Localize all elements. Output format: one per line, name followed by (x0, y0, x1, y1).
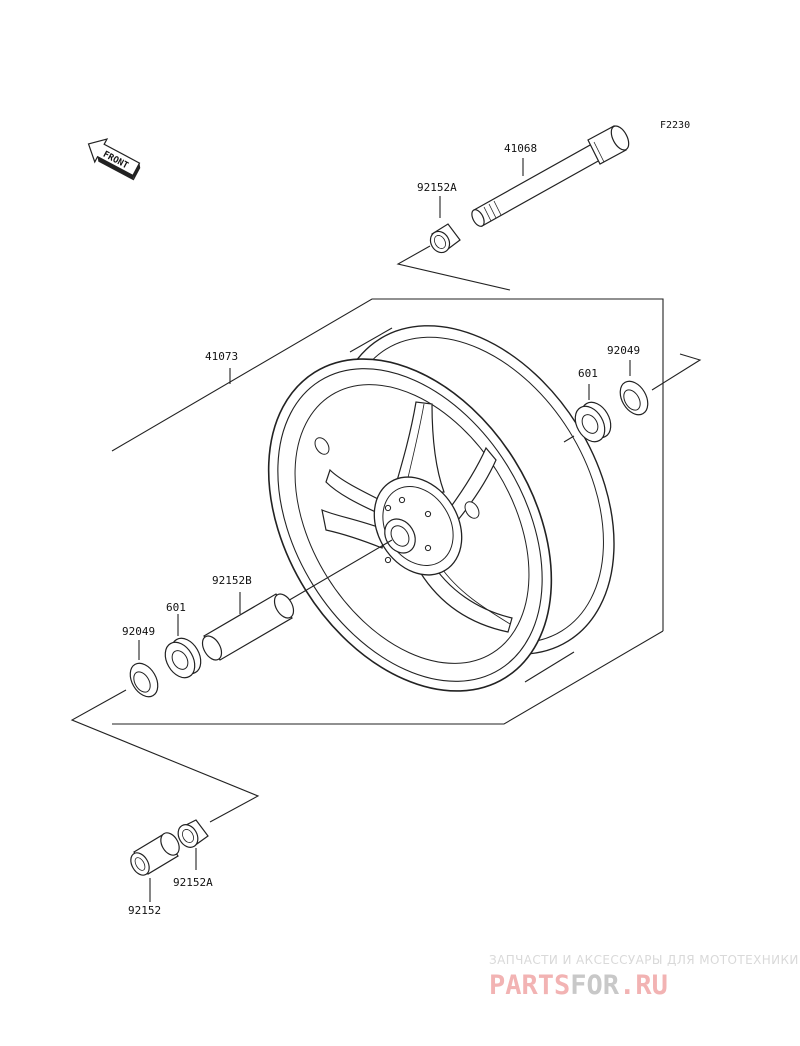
wheel-hub (314, 437, 480, 576)
svg-text:PARTSFOR.RU: PARTSFOR.RU (489, 970, 668, 1001)
label-collar-right: 92152A (417, 181, 457, 194)
watermark-tagline: ЗАПЧАСТИ И АКСЕССУАРЫ ДЛЯ МОТОТЕХНИКИ (489, 953, 799, 967)
label-wheel: 41073 (205, 350, 238, 363)
seal-right-part (619, 360, 649, 416)
label-collar-outer: 92152 (128, 904, 161, 917)
assembly-leader-right (651, 353, 702, 391)
label-axle: 41068 (504, 142, 537, 155)
front-arrow-icon: FRONT (87, 138, 141, 181)
label-collar-left: 92152A (173, 876, 213, 889)
assembly-leader-bottom (70, 689, 260, 823)
label-bearing-left: 601 (166, 601, 186, 614)
collar-outer-part (130, 832, 180, 902)
label-spacer: 92152B (212, 574, 252, 587)
axle-centerline (285, 539, 393, 603)
bearing-left-part (164, 614, 202, 679)
seal-left-part (129, 640, 159, 698)
collar-right-part (429, 196, 461, 254)
wheel-frame (111, 298, 664, 631)
label-seal-left: 92049 (122, 625, 155, 638)
axle-part (471, 125, 630, 227)
watermark-logo-part3: .RU (619, 970, 668, 1001)
spacer-part (201, 592, 295, 661)
label-bearing-right: 601 (578, 367, 598, 380)
assembly-leader-top (396, 245, 511, 291)
figure-id: F2230 (660, 120, 690, 131)
watermark-logo-part2: FOR (570, 970, 620, 1001)
bearing-right-part (574, 384, 612, 443)
watermark-logo-part1: PARTS (489, 970, 570, 1001)
watermark-logo: PARTSFOR.RU (489, 970, 668, 1001)
collar-left-part (177, 819, 209, 870)
wheel-spokes (321, 401, 513, 633)
label-seal-right: 92049 (607, 344, 640, 357)
